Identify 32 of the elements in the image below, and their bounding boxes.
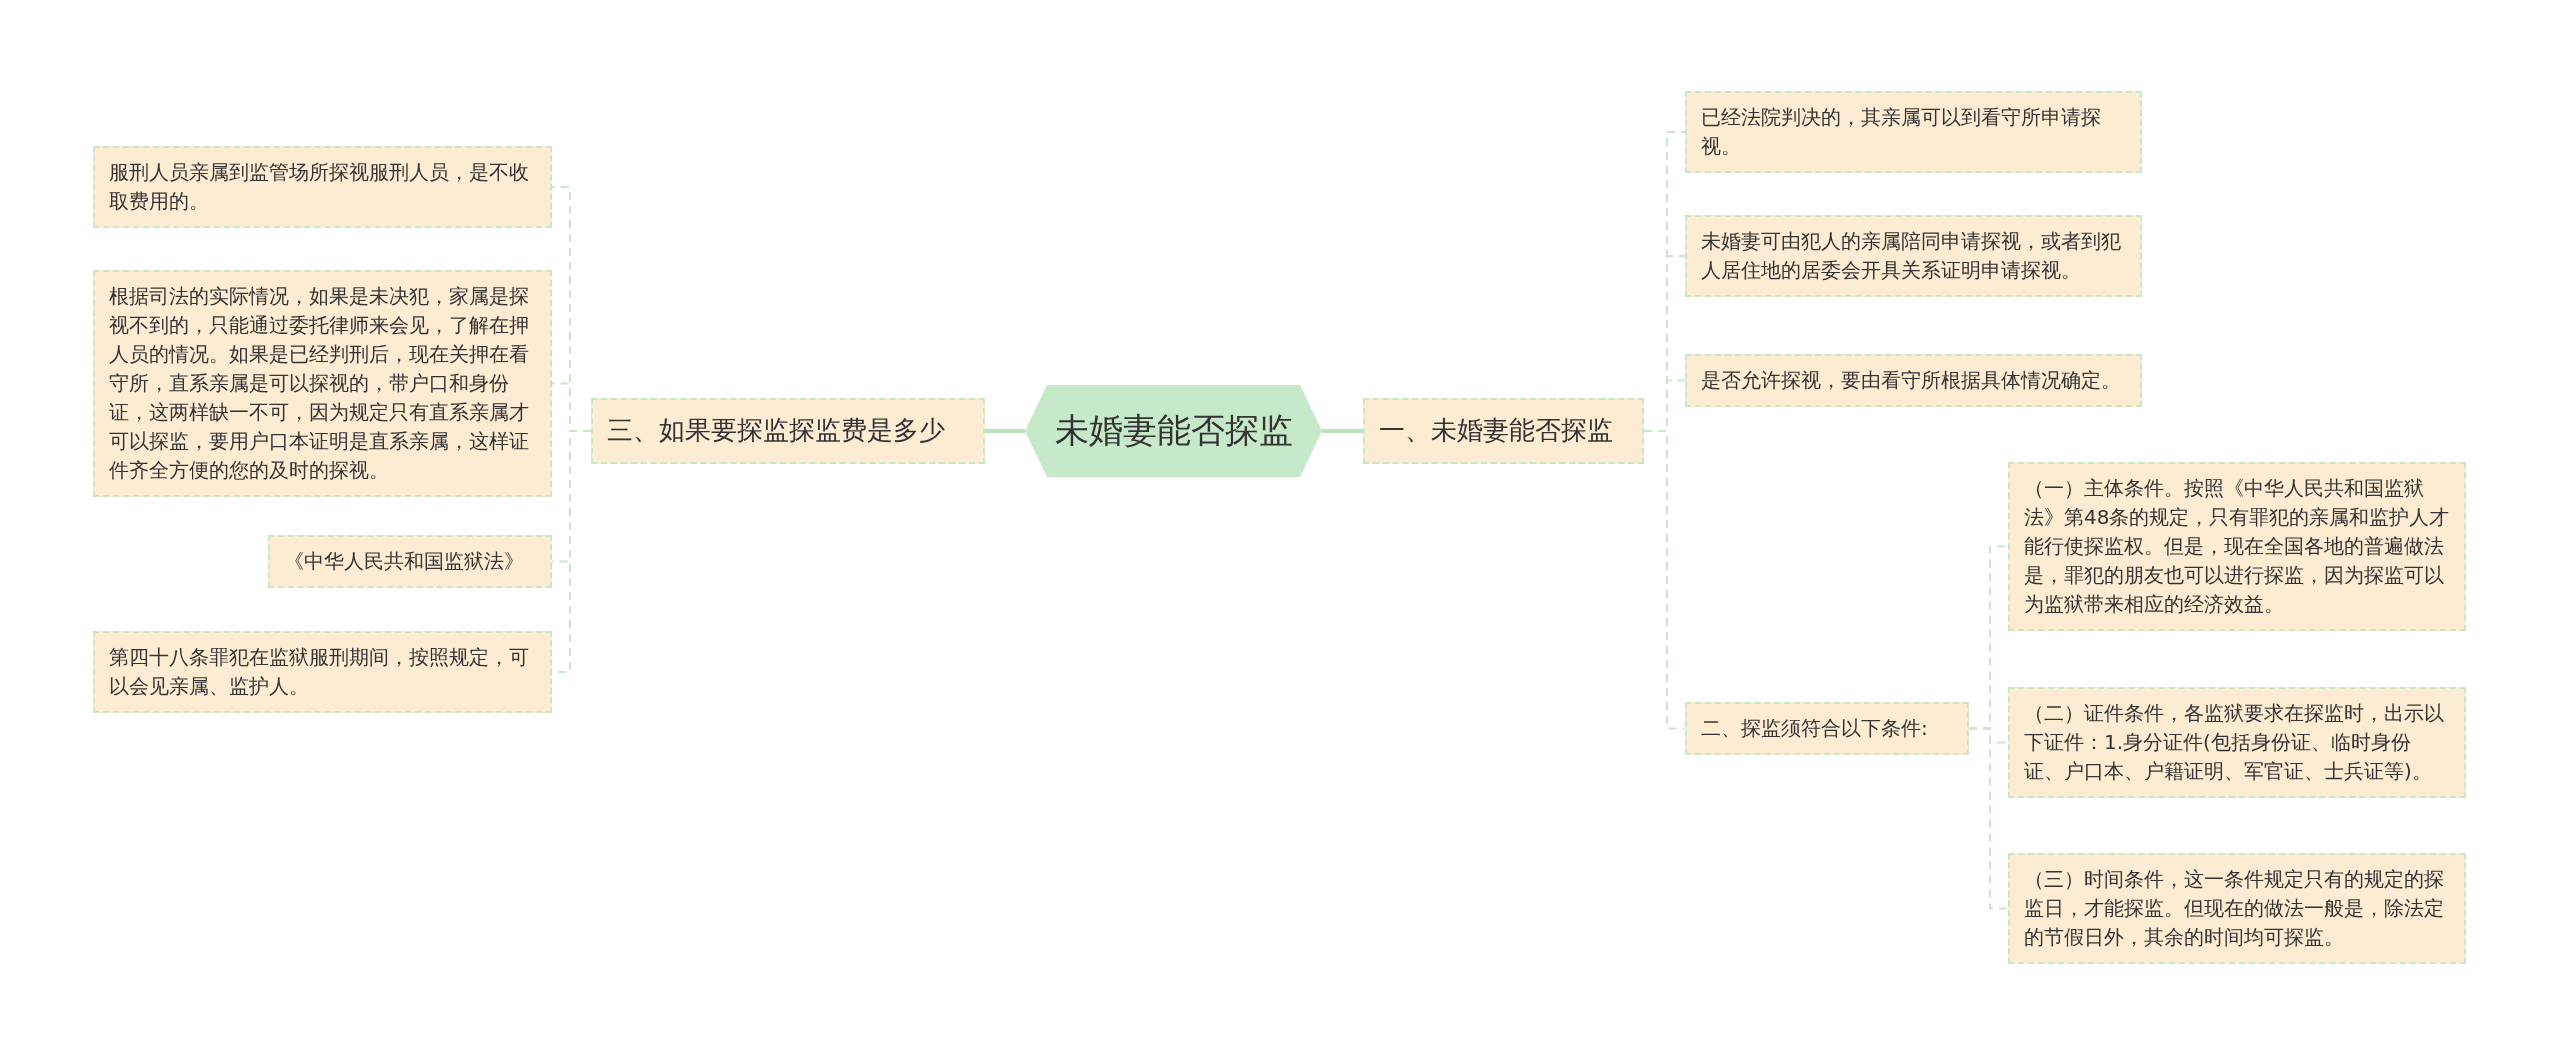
central-topic: [1025, 385, 1322, 477]
topic-box: [93, 269, 552, 497]
connector: [985, 429, 1025, 433]
topic-title: 未婚妻能否探监: [1054, 409, 1293, 452]
topic-text: 服刑人员亲属到监管场所探视服刑人员，是不收取费用的。: [109, 160, 529, 213]
topic-text: 三、如果要探监探监费是多少: [607, 414, 945, 447]
topic-box: [2008, 852, 2466, 964]
topic-text: 根据司法的实际情况，如果是未决犯，家属是探视不到的，只能通过委托律师来会见，了解在押人员的情况。如果是已经判刑后，现在关押在看守所，直系亲属是可以探视的，带户口和身份证，这两样缺一不可，因为规定只有直系亲属才可以探监，要用户口本证明是直系亲属，这样证件齐全方便的您的及时的探视。: [109, 283, 529, 482]
topic-text: 一、未婚妻能否探监: [1379, 414, 1613, 447]
topic-text: 二、探监须符合以下条件:: [1701, 715, 1928, 740]
topic-text: 是否允许探视，要由看守所根据具体情况确定。: [1701, 367, 2121, 392]
topic-box: [1685, 701, 1969, 755]
topic-text: （二）证件条件，各监狱要求在探监时，出示以下证件：1.身分证件(包括身份证、临时身份证、户口本、户籍证明、军官证、士兵证等)。: [2024, 700, 2444, 783]
topic-box: [1685, 215, 2142, 297]
topic-text: （三）时间条件，这一条件规定只有的规定的探监日，才能探监。但现在的做法一般是，除法定的节假日外，其余的时间均可探监。: [2024, 866, 2444, 949]
connector: [1968, 727, 2009, 910]
topic-box: [2008, 686, 2466, 798]
topic-text: （一）主体条件。按照《中华人民共和国监狱法》第48条的规定，只有罪犯的亲属和监护人才能行使探监权。但是，现在全国各地的普遍做法是，罪犯的朋友也可以进行探监，因为探监可以为监狱带来相应的经济效益。: [2024, 475, 2450, 616]
connector: [1643, 430, 1686, 730]
topic-box: [591, 398, 985, 464]
topic-box: [1685, 91, 2142, 173]
topic-box: [1685, 353, 2142, 407]
topic-box: [93, 631, 552, 713]
topic-text: 第四十八条罪犯在监狱服刑期间，按照规定，可以会见亲属、监护人。: [109, 645, 529, 698]
connector: [1322, 429, 1363, 433]
topic-text: 已经法院判决的，其亲属可以到看守所申请探视。: [1701, 105, 2101, 158]
topic-box: [268, 534, 552, 588]
topic-box: [1363, 398, 1644, 464]
topic-text: 未婚妻可由犯人的亲属陪同申请探视，或者到犯人居住地的居委会开具关系证明申请探视。: [1701, 229, 2121, 282]
topic-box: [2008, 461, 2466, 631]
topic-text: 《中华人民共和国监狱法》: [284, 548, 524, 573]
topic-box: [93, 146, 552, 228]
